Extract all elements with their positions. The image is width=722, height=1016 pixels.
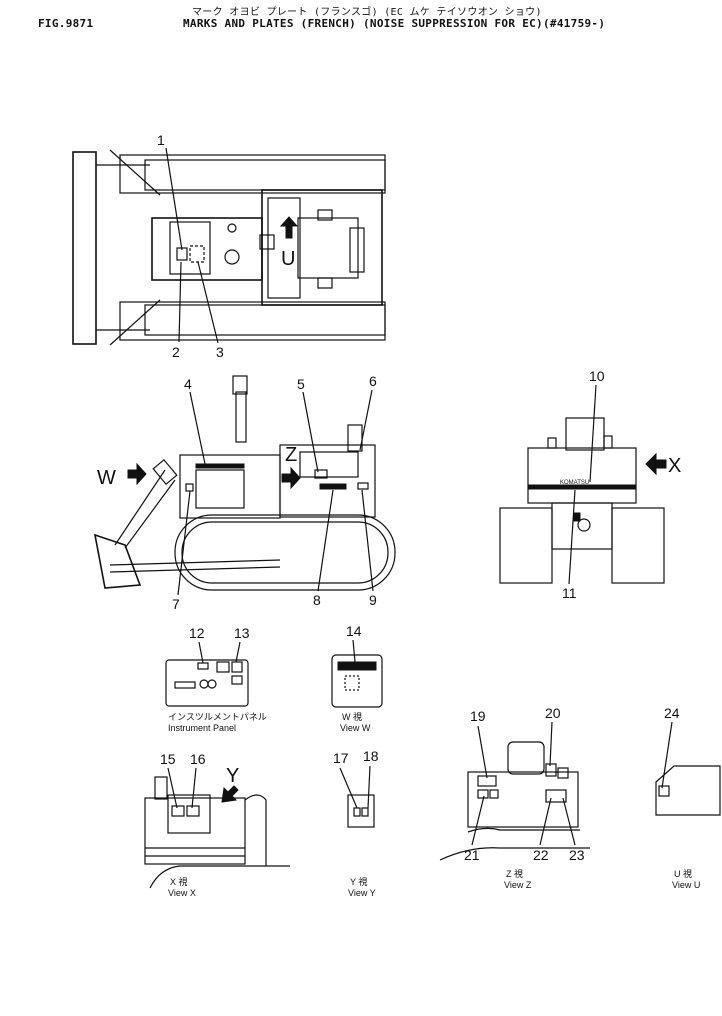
callout-10: 10: [589, 368, 605, 384]
instrument-panel-caption-en: Instrument Panel: [168, 723, 236, 733]
callout-18: 18: [363, 748, 379, 764]
instrument-panel-caption-jp: インスツルメントパネル: [168, 712, 267, 722]
view-z-letter: Z: [285, 444, 297, 466]
callout-4: 4: [184, 376, 192, 392]
callout-23: 23: [569, 847, 585, 863]
callout-2: 2: [172, 344, 180, 360]
view-x-caption-en: View X: [168, 888, 196, 898]
title-japanese: マーク オヨビ プレート (フランスゴ) (EC ムケ テイソウオン ショウ): [192, 7, 542, 18]
view-z-caption-jp: Z 視: [506, 868, 523, 879]
callout-22: 22: [533, 847, 549, 863]
callout-17: 17: [333, 750, 349, 766]
view-w-caption-en: View W: [340, 723, 371, 733]
callout-20: 20: [545, 705, 561, 721]
view-x-detail: [144, 776, 290, 889]
top-view-bulldozer: [72, 149, 386, 346]
callout-24: 24: [664, 705, 680, 721]
callout-8: 8: [313, 592, 321, 608]
view-z-caption-en: View Z: [504, 880, 532, 890]
callout-16: 16: [190, 751, 206, 767]
view-z-detail: [439, 741, 590, 861]
callout-7: 7: [172, 596, 180, 612]
callout-13: 13: [234, 625, 250, 641]
callout-19: 19: [470, 708, 486, 724]
view-y-caption-jp: Y 視: [350, 876, 367, 887]
view-w-caption-jp: W 視: [342, 711, 362, 722]
side-view-bulldozer: [93, 375, 396, 591]
view-w-letter: W: [97, 467, 116, 489]
callout-3: 3: [216, 344, 224, 360]
rear-view-bulldozer: [499, 417, 667, 584]
callout-9: 9: [369, 592, 377, 608]
view-x-caption-jp: X 視: [170, 876, 188, 887]
callout-12: 12: [189, 625, 205, 641]
callout-6: 6: [369, 373, 377, 389]
view-y-caption-en: View Y: [348, 888, 376, 898]
callout-1: 1: [157, 132, 165, 148]
callout-21: 21: [464, 847, 480, 863]
callout-11: 11: [562, 585, 577, 601]
view-y-detail: [347, 794, 375, 828]
callout-5: 5: [297, 376, 305, 392]
callout-15: 15: [160, 751, 176, 767]
view-u-caption-en: View U: [672, 880, 700, 890]
rear-brand-plate: KOMATSU: [560, 480, 589, 486]
view-u-detail: [655, 765, 721, 816]
view-u-letter: U: [281, 248, 295, 270]
view-x-letter: X: [668, 455, 681, 477]
figure-number: FIG.9871: [38, 17, 94, 30]
view-w-detail: [331, 654, 383, 708]
callout-14: 14: [346, 623, 362, 639]
view-u-caption-jp: U 視: [674, 868, 692, 879]
view-y-letter: Y: [226, 765, 239, 787]
title-english: MARKS AND PLATES (FRENCH) (NOISE SUPPRES…: [183, 17, 606, 30]
instrument-panel-detail: [165, 659, 249, 707]
